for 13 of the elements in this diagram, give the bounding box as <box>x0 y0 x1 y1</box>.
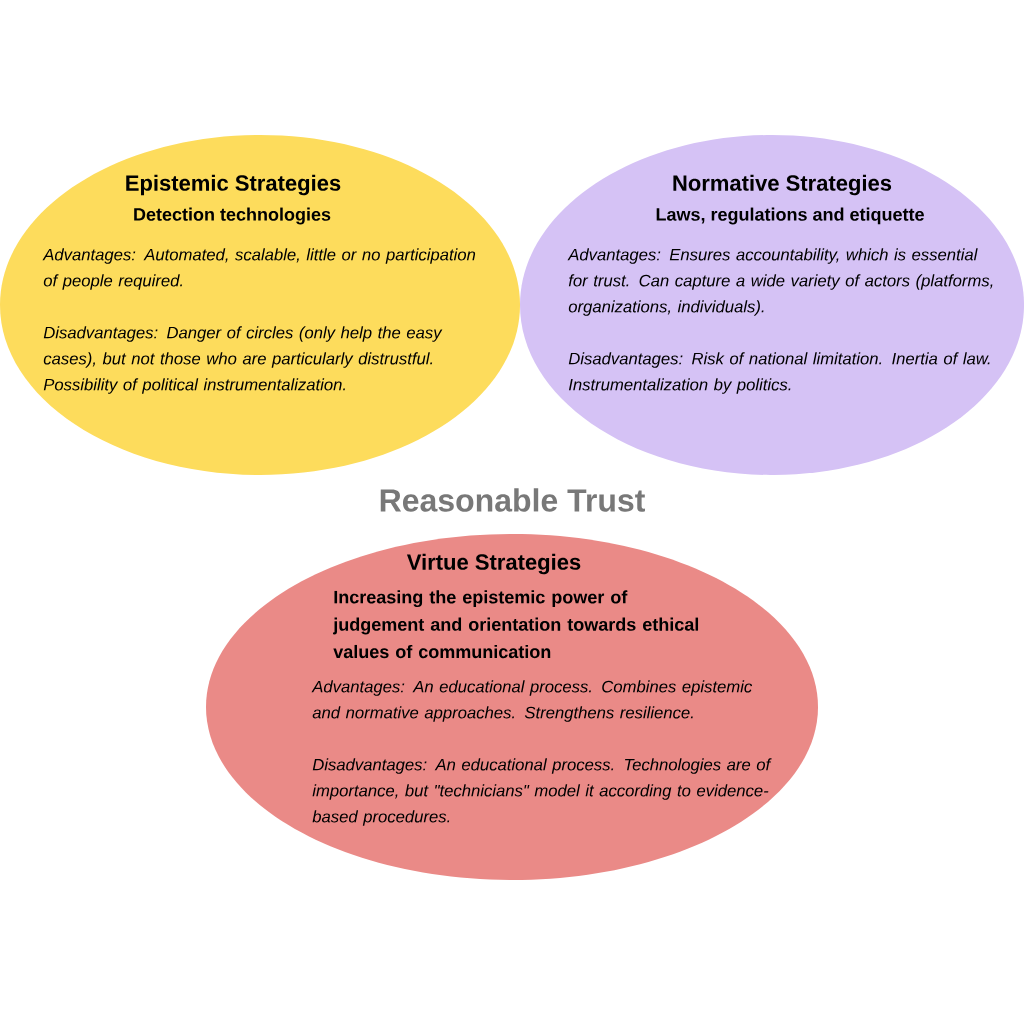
subheading: Detection technologies <box>134 207 331 225</box>
paragraph: Advantages: Automated, scalable, little or no participation of people required. <box>42 248 476 290</box>
subheading: Laws, regulations and etiquette <box>656 207 924 225</box>
subheading: Increasing the epistemic power of judgement and orientation towards ethical values of communication <box>333 590 699 659</box>
paragraph: Disadvantages: An educational process. Technologies are of importance, but "technicians" model it according to evidence-based procedures. <box>312 758 772 826</box>
heading: Virtue Strategies <box>406 553 581 575</box>
center-label: Reasonable Trust <box>380 488 645 512</box>
heading: Normative Strategies <box>673 174 892 196</box>
paragraph: Disadvantages: Danger of circles (only help the easy cases), but not those who are particularly distrustful. Possibility of political instrumentalization. <box>43 326 443 394</box>
paragraph: Disadvantages: Risk of national limitation. Inertia of law. Instrumentalization by politics. <box>568 352 990 394</box>
paragraph: Advantages: Ensures accountability, which is essential for trust. Can capture a wide variety of actors (platforms, organizations, individuals). <box>567 248 993 316</box>
paragraph: Advantages: An educational process. Combines epistemic and normative approaches. Strengthens resilience. <box>311 680 753 722</box>
heading: Epistemic Strategies <box>126 174 341 196</box>
